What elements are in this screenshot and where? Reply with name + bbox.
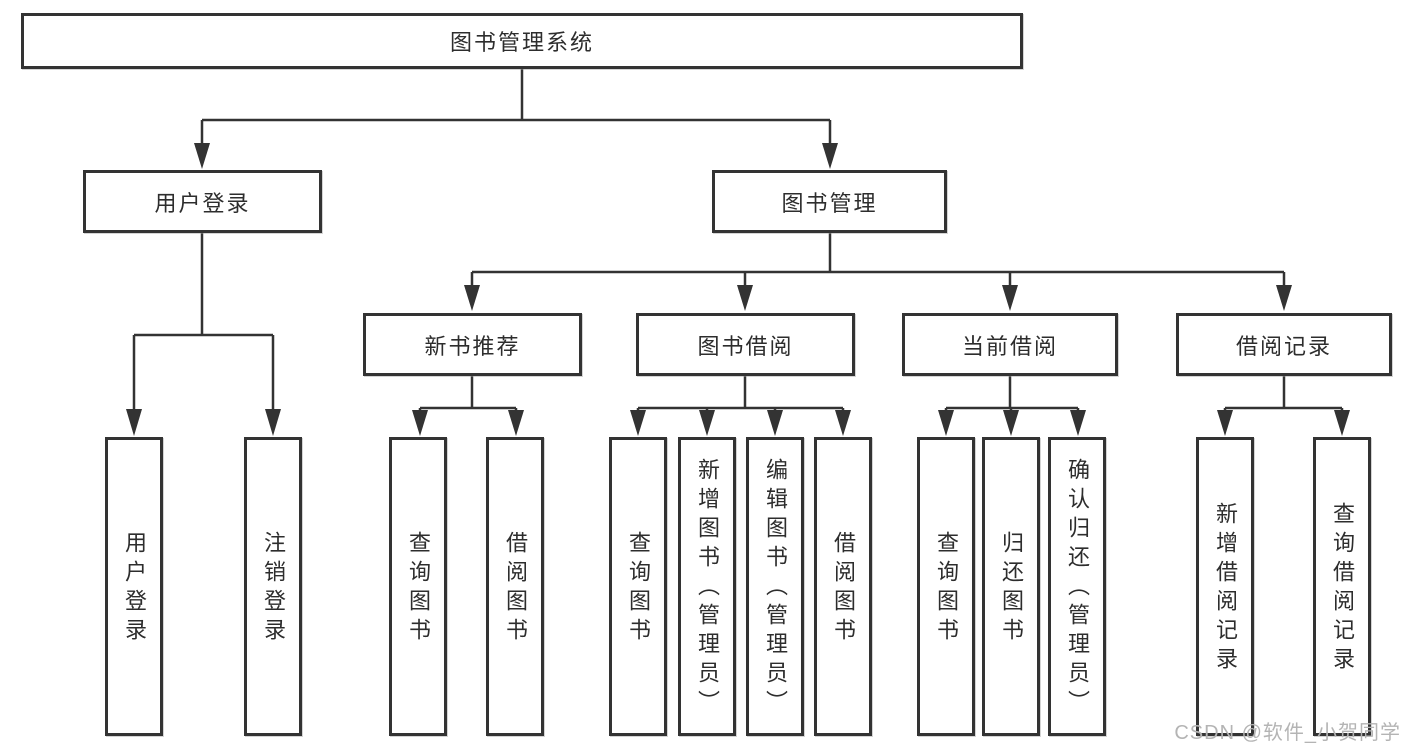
- node-book-borrow: 图书借阅: [636, 313, 855, 376]
- leaf-borrow-books: 借阅图书: [814, 437, 872, 736]
- leaf-logout: 注销登录: [244, 437, 302, 736]
- arrowheads: [126, 143, 1350, 436]
- leaf-query-books-recommend: 查询图书: [389, 437, 447, 736]
- node-borrow-records: 借阅记录: [1176, 313, 1392, 376]
- csdn-watermark: CSDN @软件_小贺同学: [1174, 722, 1401, 744]
- leaf-add-borrow-record: 新增借阅记录: [1196, 437, 1254, 736]
- node-new-book-recommend: 新书推荐: [363, 313, 582, 376]
- leaf-query-books-current: 查询图书: [917, 437, 975, 736]
- node-user-login: 用户登录: [83, 170, 322, 233]
- leaf-borrow-books-recommend: 借阅图书: [486, 437, 544, 736]
- leaf-add-books-admin: 新增图书（管理员）: [678, 437, 736, 736]
- node-book-management: 图书管理: [712, 170, 947, 233]
- leaf-user-login: 用户登录: [105, 437, 163, 736]
- node-root-system: 图书管理系统: [21, 13, 1023, 69]
- leaf-return-books: 归还图书: [982, 437, 1040, 736]
- leaf-edit-books-admin: 编辑图书（管理员）: [746, 437, 804, 736]
- leaf-query-books-borrow: 查询图书: [609, 437, 667, 736]
- node-current-borrow: 当前借阅: [902, 313, 1118, 376]
- leaf-confirm-return-admin: 确认归还（管理员）: [1048, 437, 1106, 736]
- leaf-query-borrow-record: 查询借阅记录: [1313, 437, 1371, 736]
